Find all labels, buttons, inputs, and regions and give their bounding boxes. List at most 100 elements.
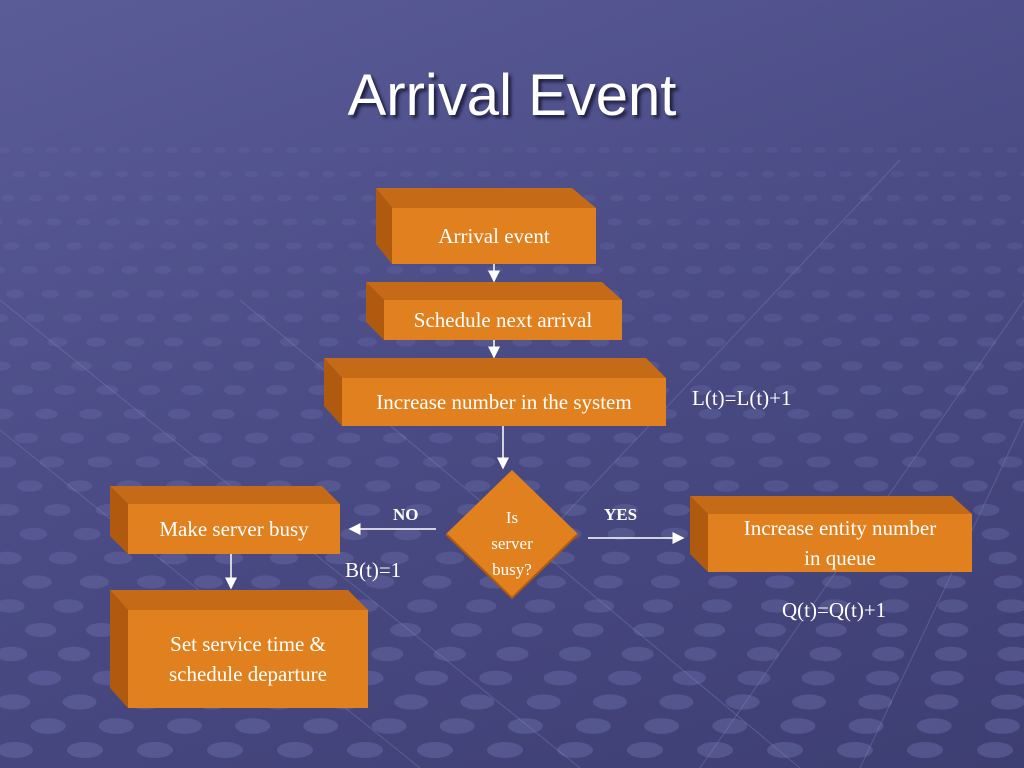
background-dot: [253, 266, 271, 274]
background-dot: [526, 147, 538, 153]
background-dot: [863, 480, 889, 492]
background-dot: [951, 266, 968, 274]
background-dot: [607, 218, 623, 226]
background-dot: [6, 289, 24, 299]
background-dot: [837, 742, 873, 758]
background-dot: [744, 337, 765, 347]
background-dot: [181, 385, 203, 395]
background-dot: [652, 266, 669, 274]
background-dot: [1020, 171, 1024, 177]
background-dot: [997, 194, 1012, 202]
background-dot: [154, 266, 172, 274]
background-dot: [94, 147, 106, 153]
background-dot: [976, 337, 997, 347]
background-dot: [797, 432, 822, 444]
background-dot: [550, 147, 562, 153]
background-dot: [518, 456, 544, 468]
background-dot: [214, 147, 226, 153]
background-dot: [193, 575, 224, 589]
background-dot: [325, 551, 354, 565]
background-dot: [566, 456, 592, 468]
background-dot: [89, 170, 103, 178]
background-dot: [662, 242, 678, 250]
background-dot: [192, 361, 214, 371]
background-dot: [697, 742, 733, 758]
background-dot: [937, 623, 969, 637]
background-dot: [73, 527, 101, 541]
background-dot: [46, 218, 62, 226]
background-dot: [48, 551, 78, 565]
background-dot: [813, 170, 827, 178]
background-dot: [439, 718, 475, 734]
background-dot: [321, 289, 340, 299]
background-dot: [0, 147, 10, 153]
background-dot: [633, 623, 665, 637]
background-dot: [407, 599, 438, 613]
background-dot: [99, 313, 119, 323]
background-dot: [419, 266, 437, 274]
background-dot: [525, 599, 556, 613]
background-dot: [742, 289, 760, 299]
background-dot: [3, 242, 20, 250]
background-dot: [210, 313, 230, 323]
background-dot: [273, 361, 295, 371]
background-dot: [21, 266, 39, 274]
node-decision-line-2: server: [491, 534, 533, 553]
background-dot: [56, 194, 70, 202]
background-dot: [742, 147, 754, 153]
background-dot: [244, 170, 258, 178]
background-dot: [761, 170, 775, 178]
background-dot: [135, 218, 150, 226]
background-dot: [375, 456, 400, 468]
background-dot: [667, 337, 687, 347]
background-dot: [111, 194, 126, 202]
background-dot: [689, 313, 709, 323]
background-dot: [190, 147, 202, 153]
background-dot: [671, 289, 690, 299]
background-dot: [831, 408, 854, 420]
background-dot: [167, 718, 202, 734]
node-decision-label: Is server busy?: [472, 505, 552, 583]
background-dot: [848, 718, 884, 734]
background-dot: [858, 694, 893, 710]
background-dot: [679, 361, 701, 371]
background-dot: [233, 361, 254, 371]
background-dot: [212, 408, 235, 420]
background-dot: [822, 337, 842, 347]
background-dot: [839, 170, 853, 178]
background-dot: [86, 623, 118, 637]
background-dot: [941, 194, 956, 202]
background-dot: [975, 242, 992, 250]
background-dot: [71, 361, 92, 371]
background-dot: [574, 147, 586, 153]
background-dot: [922, 361, 944, 371]
background-dot: [17, 480, 43, 492]
background-dot: [79, 575, 109, 589]
background-dot: [554, 170, 568, 178]
background-dot: [841, 361, 863, 371]
background-dot: [720, 361, 741, 371]
background-dot: [665, 194, 679, 202]
background-dot: [785, 266, 802, 274]
background-dot: [1004, 361, 1024, 371]
background-dot: [724, 242, 741, 250]
background-dot: [321, 313, 340, 323]
background-dot: [564, 480, 590, 492]
background-dot: [181, 289, 200, 299]
background-dot: [284, 313, 303, 323]
background-dot: [425, 170, 439, 178]
background-dot: [87, 456, 113, 468]
background-dot: [296, 170, 310, 178]
background-dot: [453, 266, 470, 274]
background-dot: [357, 337, 378, 347]
background-dot: [748, 194, 762, 202]
background-dot: [303, 718, 339, 734]
background-dot: [952, 289, 970, 299]
background-dot: [902, 456, 927, 468]
background-dot: [958, 147, 970, 153]
background-dot: [685, 266, 703, 274]
background-dot: [247, 313, 266, 323]
background-dot: [266, 385, 288, 395]
background-dot: [774, 385, 797, 395]
